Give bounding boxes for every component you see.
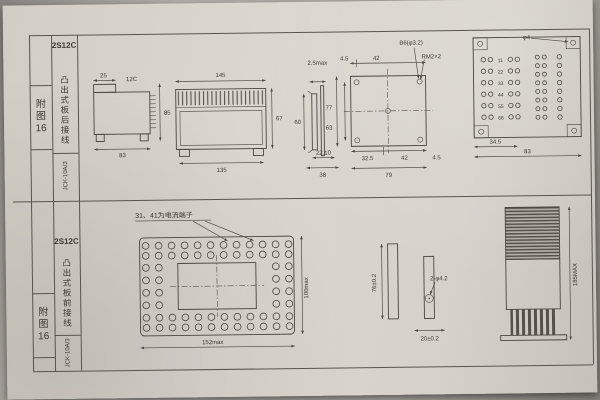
top-code-label: JCK-10A/3: [62, 161, 69, 191]
plate-row-44: 44: [498, 93, 504, 99]
plate-row-66: 66: [498, 116, 504, 122]
dim-38: 38: [319, 173, 326, 179]
dim-145: 145: [215, 73, 226, 79]
plate-hole-grid-left-b: [507, 56, 521, 120]
bottom-model-label: 2S12C: [54, 236, 79, 247]
view-mounting-plate: 11 22 33 44 55 66 φ4 34.5 83: [472, 35, 582, 159]
dim-152max: 152max: [202, 340, 223, 346]
dim-4-5b: 4.5: [432, 155, 441, 161]
bottom-drawing: 31、41为电流端子 152max 100max 76±0.2 2-: [135, 206, 579, 350]
bottom-fig-cell: 附图16: [32, 293, 55, 357]
terminal-grid-right: [272, 262, 294, 308]
bottom-fig-label: 附图16: [38, 307, 50, 343]
terminal-grid-bottom: [142, 312, 294, 332]
dim-77: 77: [326, 106, 333, 112]
plate-hole-grid-right-b: [556, 54, 563, 120]
plate-row-22: 22: [498, 70, 504, 76]
top-wiring-label: 凸出式板后接线: [60, 74, 70, 145]
plate-row-33: 33: [498, 81, 504, 87]
label-b6: B6(φ3.2): [399, 40, 423, 46]
dim-135: 135: [217, 168, 228, 174]
top-code-cell: JCK-10A/3: [52, 153, 79, 199]
note-current-terminals: 31、41为电流端子: [135, 210, 193, 220]
view-panel-section: 2.5max 60 22.10 38: [294, 61, 339, 179]
label-2-phi4-2: 2-φ4.2: [430, 276, 448, 282]
dim-4-5a: 4.5: [340, 56, 349, 62]
view-terminal-board: 31、41为电流端子 152max 100max: [135, 210, 310, 350]
top-model-label: 2S12C: [51, 40, 77, 51]
view-bracket-side: 76±0.2 2-φ4.2 20±0.2: [372, 243, 448, 343]
view-relay-profile: 185MAX: [500, 206, 579, 342]
dim-42a: 42: [373, 56, 380, 62]
terminal-grid-top: [141, 240, 293, 260]
bottom-code-cell: JCK-10A/3: [55, 335, 81, 371]
dim-22-10: 22.10: [316, 151, 332, 157]
dim-83: 83: [119, 153, 126, 159]
top-wiring-cell: 凸出式板后接线: [51, 67, 78, 153]
terminal-grid-left: [142, 263, 164, 310]
dim-100max: 100max: [304, 277, 310, 298]
dim-25: 25: [100, 73, 107, 79]
plate-row-55: 55: [498, 104, 504, 110]
dim-2-5max: 2.5max: [307, 61, 327, 67]
label-phi4: φ4: [523, 35, 531, 41]
top-fig-cell: 附图16: [30, 85, 53, 149]
dim-67: 67: [276, 116, 283, 122]
dim-34-5: 34.5: [489, 140, 501, 146]
top-drawing: 25 12C 83 85 145 135 67: [93, 35, 582, 179]
top-fig-label: 附图16: [35, 99, 47, 135]
view-panel-cutout: 4.5 42 B6(φ3.2) RM2×2 77 63 32.5 42 4.5 …: [326, 40, 442, 179]
bottom-wiring-label: 凸出式板前接线: [62, 257, 72, 328]
bottom-code-label: JCK-10A/3: [64, 338, 72, 368]
dim-32-5: 32.5: [362, 156, 374, 162]
dim-83b: 83: [524, 149, 531, 155]
dim-20: 20±0.2: [421, 336, 440, 342]
dim-76: 76±0.2: [372, 273, 378, 292]
plate-row-11: 11: [498, 58, 503, 64]
dim-85: 85: [164, 111, 171, 117]
dim-79: 79: [385, 173, 392, 179]
dim-12c: 12C: [126, 77, 138, 83]
view-relay-side: 25 12C 83 85: [93, 73, 171, 159]
bottom-wiring-cell: 凸出式板前接线: [54, 251, 81, 335]
view-relay-front: 145 135 67: [175, 73, 283, 174]
plate-hole-grid-left-a: [480, 57, 494, 120]
dim-185max: 185MAX: [573, 263, 579, 286]
dim-42b: 42: [401, 156, 408, 162]
dim-60: 60: [294, 120, 301, 126]
dim-63: 63: [326, 126, 333, 132]
label-rm2x2: RM2×2: [421, 54, 441, 60]
plate-hole-grid-right-a: [534, 54, 548, 120]
